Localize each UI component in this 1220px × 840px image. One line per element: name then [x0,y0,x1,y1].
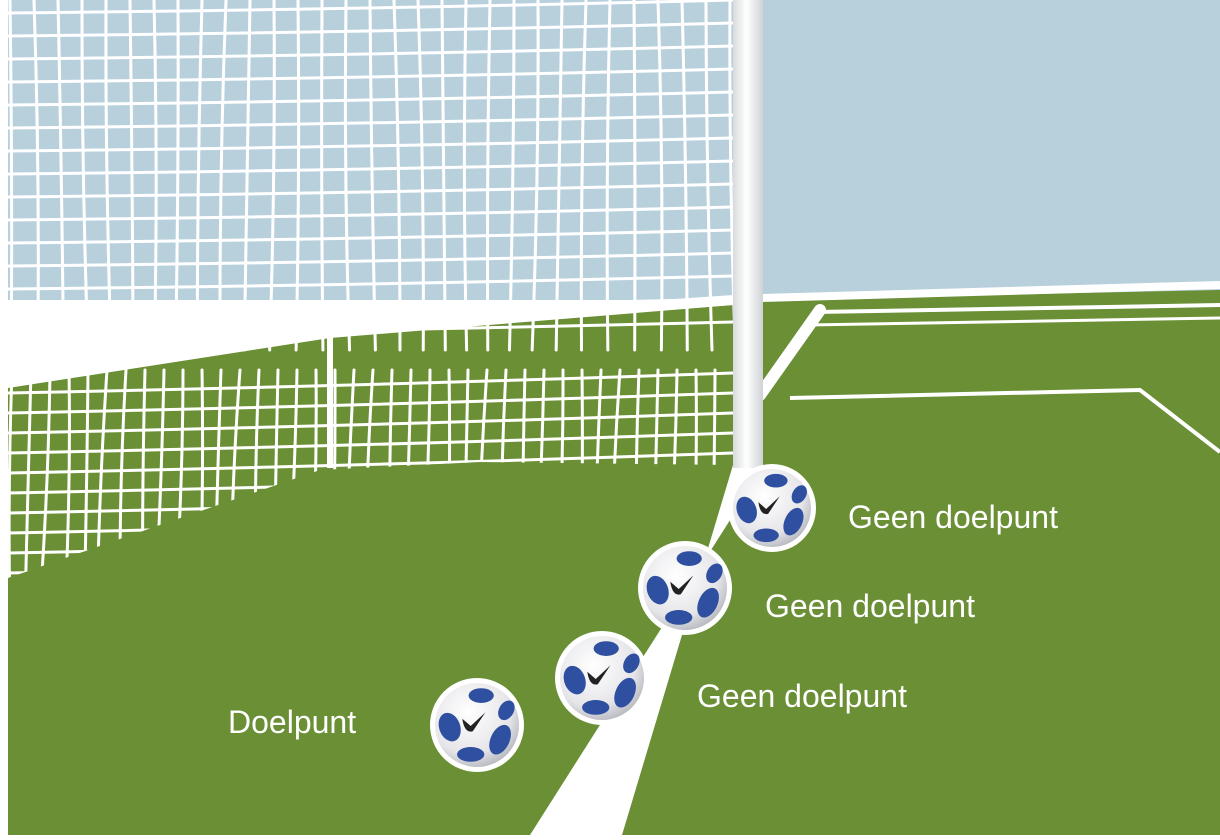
soccer-ball-icon [555,631,649,725]
net-strand [634,0,635,350]
ball-3-patch [594,641,619,656]
goal-post [733,0,763,468]
ball-1-patch [753,528,778,542]
label-ball-2: Geen doelpunt [765,590,975,622]
ball-3-patch [582,700,609,715]
soccer-ball-icon [728,464,816,552]
label-ball-1: Geen doelpunt [848,501,1058,533]
net-strand [322,0,323,350]
label-ball-3: Geen doelpunt [697,680,907,712]
label-ball-4: Doelpunt [228,706,356,738]
ball-4-patch [469,688,494,703]
ball-4-patch [457,747,484,762]
soccer-ball-icon [430,678,524,772]
ball-2-patch [665,610,692,625]
soccer-ball-icon [638,541,732,635]
ball-1-patch [764,474,787,488]
ball-2-patch [677,551,702,566]
